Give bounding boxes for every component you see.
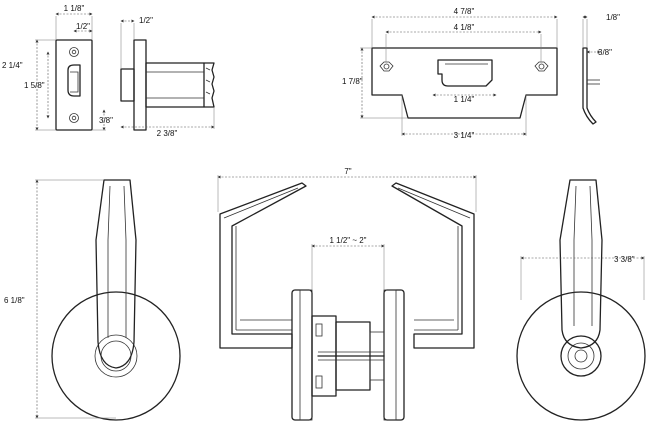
latch-side-view xyxy=(120,19,215,131)
plate-opening-label: 1 1/4" xyxy=(454,95,475,104)
lever-spread-label: 7" xyxy=(344,167,351,176)
plate-lip-label: 3 1/4" xyxy=(454,131,475,140)
strike-width-label: 1 1/8" xyxy=(64,4,85,13)
plate-width-label: 4 7/8" xyxy=(454,7,475,16)
lever-height-label: 6 1/8" xyxy=(4,296,25,305)
lever-side-view-right xyxy=(516,179,646,421)
latch-faceplate-view xyxy=(35,12,106,131)
plate-hole-spacing-label: 4 1/8" xyxy=(454,23,475,32)
strike-plate-side-view xyxy=(582,15,601,125)
strike-plate-view xyxy=(360,15,558,136)
strike-hole-height-label: 1 5/8" xyxy=(24,81,45,90)
latch-face-label: 1/2" xyxy=(139,16,153,25)
plate-thickness-label: 1/8" xyxy=(606,13,620,22)
strike-bottom-label: 3/8" xyxy=(99,116,113,125)
strike-height-label: 2 1/4" xyxy=(2,61,23,70)
lever-side-view-left xyxy=(35,179,181,421)
plate-height-label: 1 7/8" xyxy=(342,77,363,86)
strike-hole-offset-label: 1/2" xyxy=(76,22,90,31)
dimension-labels: 1 1/8" 1/2" 2 1/4" 1 5/8" 3/8" 1/2" 2 3/… xyxy=(2,4,635,305)
lever-projection-label: 3 3/8" xyxy=(614,255,635,264)
door-range-label: 1 1/2" ~ 2" xyxy=(329,236,366,245)
latch-length-label: 2 3/8" xyxy=(157,129,178,138)
plate-offset-label: 3/8" xyxy=(598,48,612,57)
lever-front-view xyxy=(217,175,477,421)
